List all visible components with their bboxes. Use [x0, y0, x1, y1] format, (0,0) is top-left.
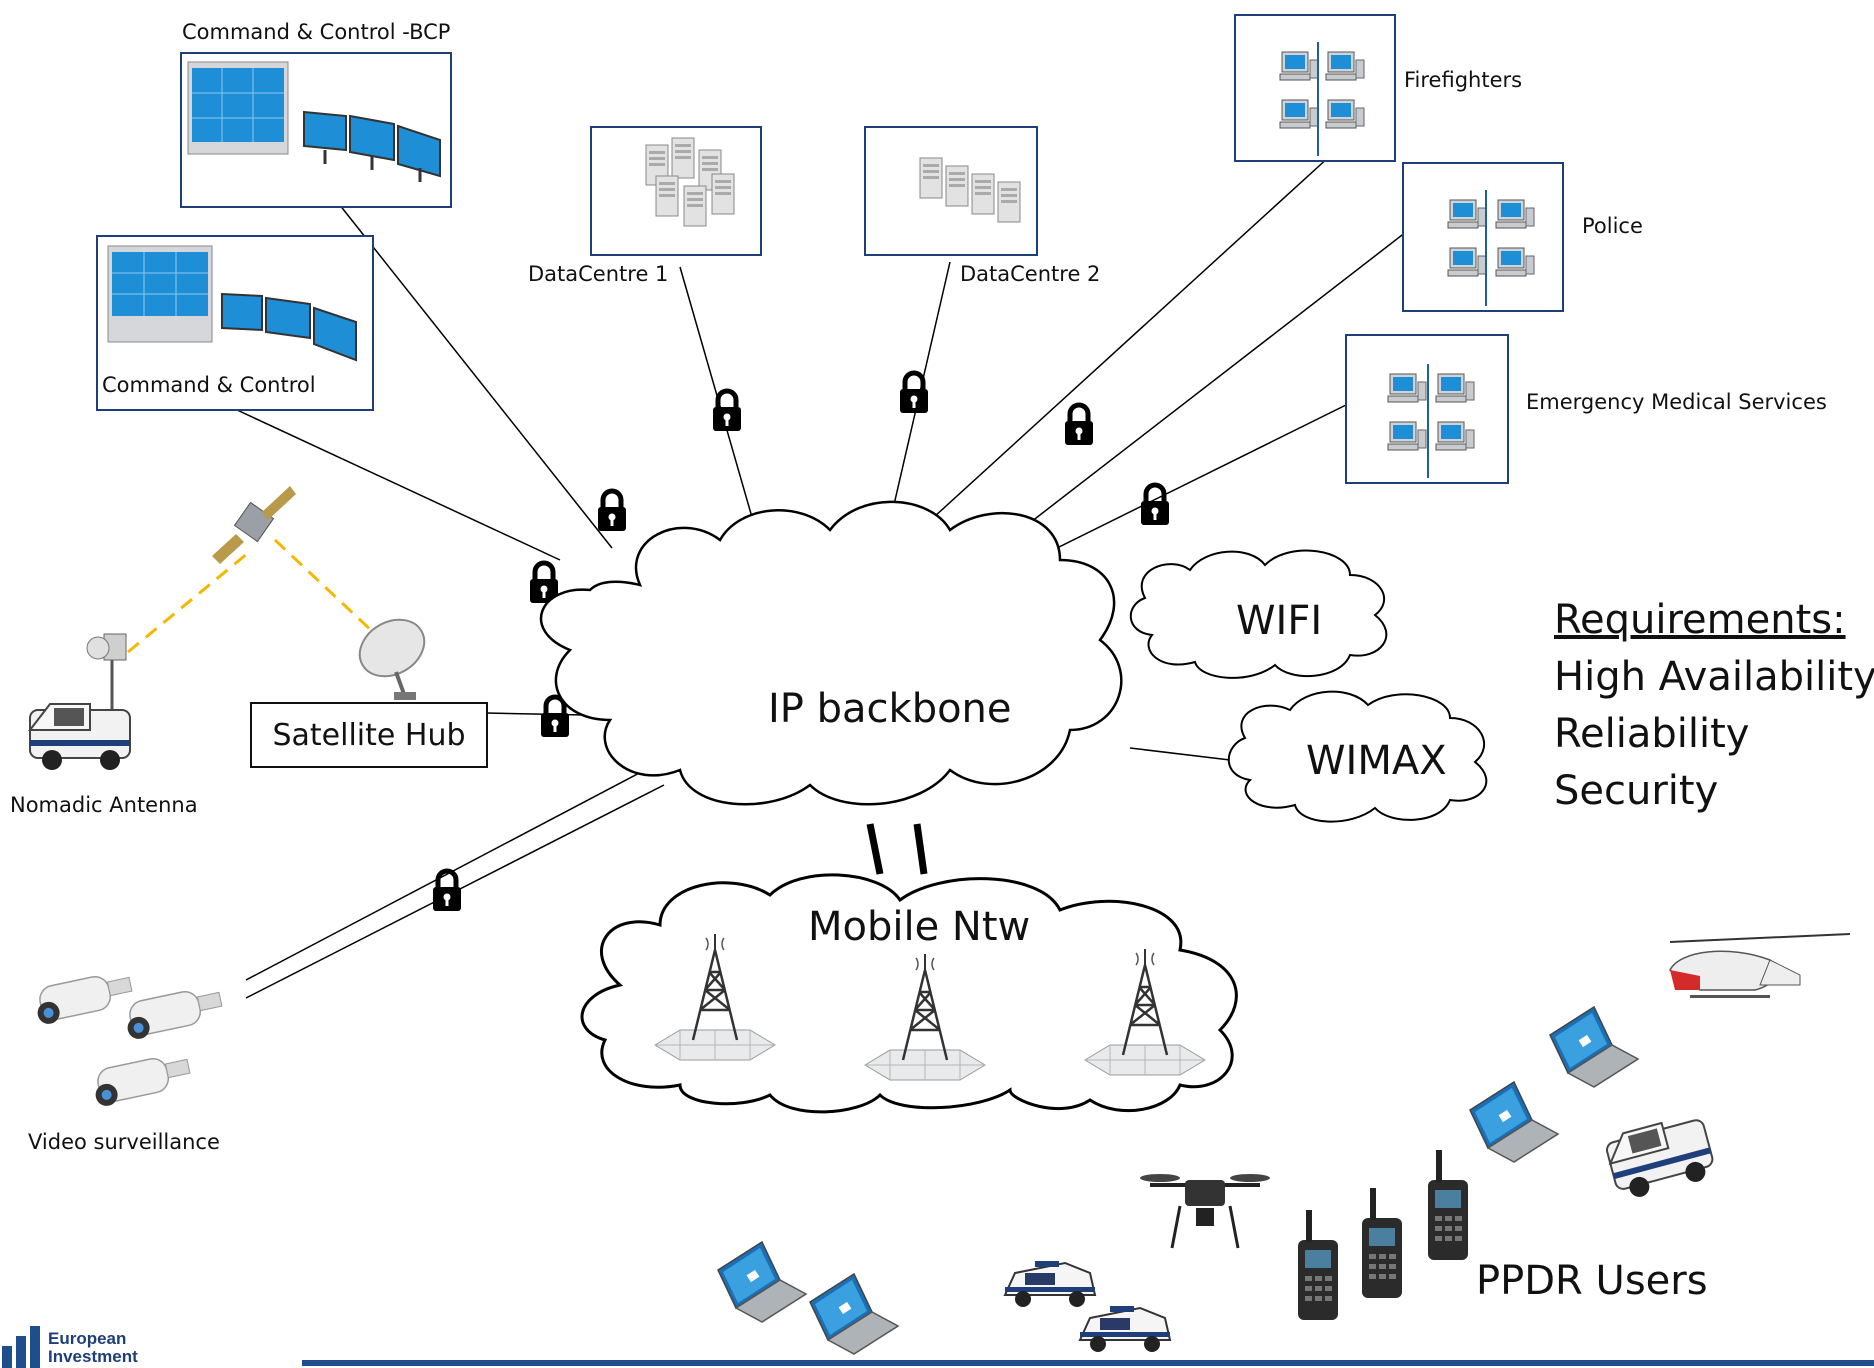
ip-backbone-cloud [539, 500, 1123, 806]
nomadic-antenna-label: Nomadic Antenna [10, 793, 198, 817]
laptop-icon [809, 1273, 899, 1355]
drone-icon [1140, 1174, 1270, 1249]
wimax-label: WIMAX [1306, 738, 1447, 784]
requirement-item: Reliability [1554, 711, 1750, 757]
ambulance-icon [1602, 1111, 1719, 1204]
command-control-bcp-label: Command & Control -BCP [182, 20, 451, 44]
logo-text: European Investment [48, 1330, 138, 1366]
nomadic-antenna-van-icon [29, 633, 131, 771]
lock-icon [1065, 405, 1093, 445]
laptop-icon [717, 1241, 807, 1323]
satellite-links [127, 538, 392, 654]
requirement-item: High Availability [1554, 654, 1874, 700]
laptop-icon [1549, 1006, 1639, 1088]
requirement-item: Security [1554, 768, 1719, 814]
ip-backbone-label: IP backbone [768, 686, 1012, 732]
police-car-icon [1079, 1305, 1171, 1353]
police-box [1402, 162, 1564, 312]
logo-line-2: Investment [48, 1347, 138, 1366]
logo-mark-icon [2, 1326, 40, 1368]
lock-icon [1141, 485, 1169, 525]
requirements-heading: Requirements: [1554, 597, 1846, 643]
surveillance-camera-icon [31, 968, 226, 1109]
helicopter-icon [1669, 933, 1851, 998]
ppdr-users-label: PPDR Users [1476, 1258, 1708, 1304]
footer-bar [302, 1360, 1874, 1366]
command-control-label: Command & Control [102, 373, 316, 397]
wifi-label: WIFI [1236, 598, 1323, 644]
laptop-icon [1469, 1081, 1559, 1163]
datacentre-2-box [864, 126, 1038, 256]
lock-icon [598, 491, 626, 531]
datacentre-1-box [590, 126, 762, 256]
police-label: Police [1582, 214, 1643, 238]
mobile-network-label: Mobile Ntw [808, 904, 1031, 950]
lock-icon [433, 871, 461, 911]
requirements-block: Requirements: High Availability Reliabil… [1554, 592, 1874, 820]
command-control-bcp-box [180, 52, 452, 208]
ems-box [1345, 334, 1509, 484]
video-surveillance-label: Video surveillance [28, 1130, 220, 1154]
wifi-cloud [1129, 549, 1388, 679]
satellite-dish-icon [358, 618, 426, 700]
backbone-to-mobile-link [866, 823, 928, 875]
backbone-links [221, 155, 1407, 999]
firefighters-label: Firefighters [1404, 68, 1523, 92]
satellite-hub-label: Satellite Hub [272, 717, 466, 753]
satellite-icon [212, 486, 296, 564]
police-car-icon [1004, 1260, 1096, 1308]
datacentre-1-label: DataCentre 1 [528, 262, 669, 286]
radio-handset-icon [1428, 1150, 1468, 1260]
datacentre-2-label: DataCentre 2 [960, 262, 1101, 286]
radio-handset-icon [1298, 1210, 1338, 1320]
lock-icon [900, 373, 928, 413]
logo-line-1: European [48, 1329, 127, 1348]
firefighters-box [1234, 14, 1396, 162]
lock-icon [713, 391, 741, 431]
wimax-cloud [1227, 690, 1488, 823]
radio-handset-icon [1362, 1188, 1402, 1298]
satellite-hub-box: Satellite Hub [250, 702, 488, 768]
ems-label: Emergency Medical Services [1526, 390, 1827, 414]
